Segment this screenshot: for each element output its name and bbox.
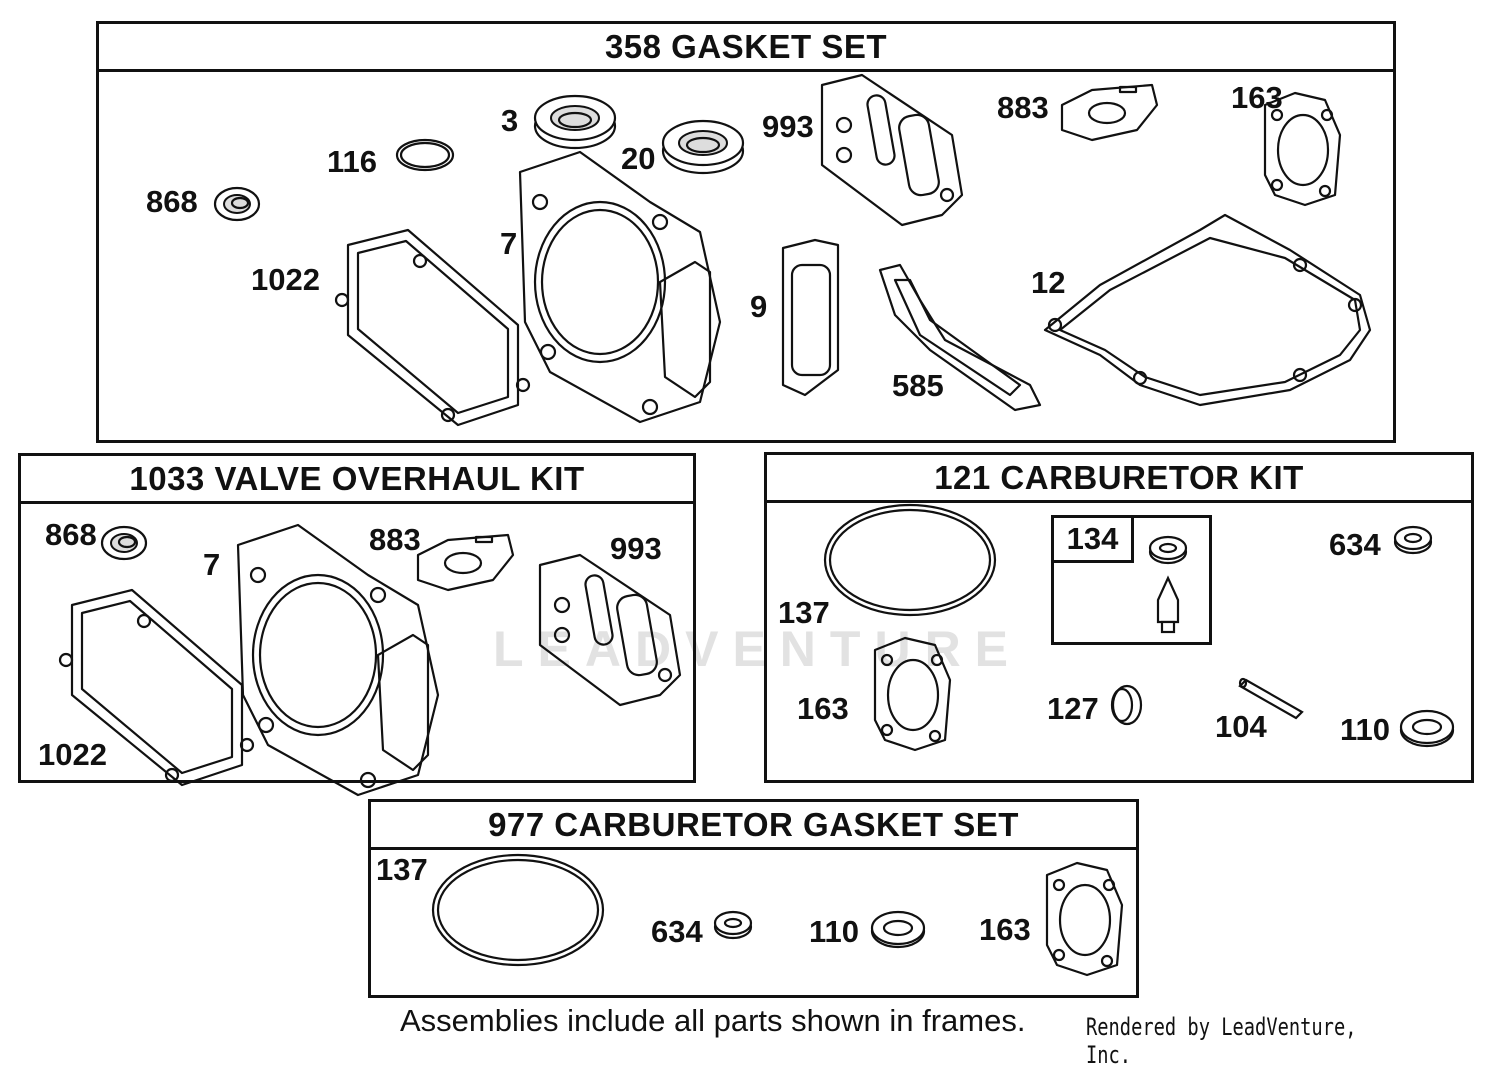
part-label: 110 [1340,712,1391,747]
frame-carb-kit: 121 CARBURETOR KIT [764,452,1474,783]
part-634-washer-icon [1393,525,1433,555]
part-label: 110 [809,914,860,949]
part-20-oil-seal-icon [661,119,745,175]
assemblies-note: Assemblies include all parts shown in fr… [400,1003,1026,1038]
frame-title: 121 CARBURETOR KIT [767,455,1471,503]
part-label: 993 [610,531,662,566]
part-137-gasket-icon [431,853,605,967]
part-label: 116 [327,144,378,179]
frame-title: 977 CARBURETOR GASKET SET [371,802,1136,850]
part-868-seal-icon [100,525,148,561]
part-585-gasket-icon [878,263,1042,412]
part-137-gasket-icon [823,503,997,617]
part-label: 868 [45,517,97,552]
part-label: 163 [979,912,1031,947]
subframe-134: 134 [1051,515,1212,645]
frame-title: 1033 VALVE OVERHAUL KIT [21,456,693,504]
part-12-crankcase-gasket-icon [1043,213,1372,407]
frame-carb-gasket-set: 977 CARBURETOR GASKET SET [368,799,1139,998]
part-label: 634 [1329,527,1381,562]
part-label: 883 [369,522,421,557]
part-883-gasket-icon [416,533,515,592]
part-110-washer-icon [870,910,926,949]
part-993-plate-gasket-icon [538,553,682,707]
part-label: 104 [1215,709,1267,744]
part-label: 634 [651,914,703,949]
frame-gasket-set: 358 GASKET SET [96,21,1396,443]
part-634-washer-icon [713,910,753,940]
part-7-head-gasket-icon [236,523,440,797]
part-label: 163 [1231,80,1283,115]
frame-title: 358 GASKET SET [99,24,1393,72]
part-label: 3 [501,103,519,138]
part-3-oil-seal-icon [533,94,617,150]
part-163-gasket-icon [1045,861,1124,977]
part-label: 1022 [251,262,320,297]
part-883-gasket-icon [1060,83,1159,142]
part-label: 12 [1031,265,1066,300]
part-163-gasket-icon [873,636,952,752]
subframe-label: 134 [1054,518,1134,563]
part-label: 163 [797,691,849,726]
part-7-head-gasket-icon [518,150,722,424]
part-116-ring-icon [395,138,455,172]
part-127-plug-icon [1110,684,1143,726]
part-label: 127 [1047,691,1099,726]
part-label: 883 [997,90,1049,125]
part-label: 7 [500,226,518,261]
part-label: 137 [778,595,830,630]
part-label: 9 [750,289,768,324]
part-label: 585 [892,368,944,403]
part-label: 868 [146,184,198,219]
part-110-washer-icon [1399,709,1455,748]
part-label: 20 [621,141,656,176]
part-993-plate-gasket-icon [820,73,964,227]
part-134-needle-seat-icon [1148,535,1188,634]
watermark-text: LEADVENTURE [493,621,1023,677]
part-9-gasket-icon [781,238,840,397]
part-868-seal-icon [213,186,261,222]
frame-valve-kit: 1033 VALVE OVERHAUL KIT [18,453,696,783]
part-label: 137 [376,852,428,887]
part-label: 993 [762,109,814,144]
part-104-pin-icon [1238,677,1304,720]
part-label: 7 [203,547,221,582]
part-label: 1022 [38,737,107,772]
render-credit: Rendered by LeadVenture, Inc. [1086,1013,1357,1069]
